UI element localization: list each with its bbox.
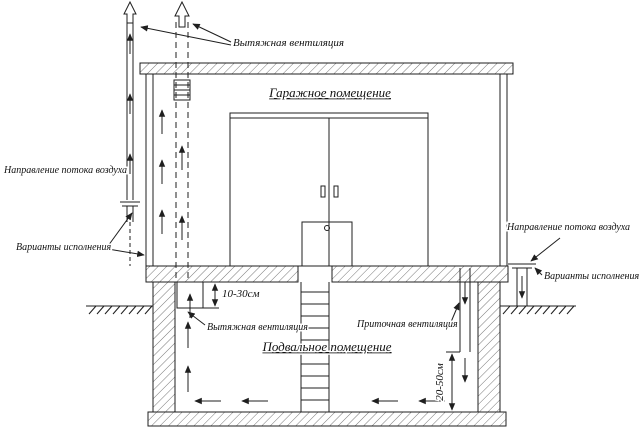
label-airflow-right: Направление потока воздуха <box>506 222 630 233</box>
label-variants-right: Варианты исполнения <box>544 271 639 282</box>
ground-left <box>86 305 153 315</box>
label-garage-room: Гаражное помещение <box>268 85 391 100</box>
ladder <box>300 282 330 412</box>
vent-cap-right-icon <box>508 263 536 306</box>
label-exhaust-vent-basement: Вытяжная вентиляция <box>207 322 308 333</box>
wall-exhaust-pipe <box>120 0 140 266</box>
door-handle-left <box>320 185 326 198</box>
dimension-duct-drop-label: 10-30см <box>222 288 260 300</box>
floor-slab-left <box>145 265 299 283</box>
label-airflow-left: Направление потока воздуха <box>3 165 127 176</box>
exhaust-riser-arrow-icon <box>174 0 190 28</box>
leader-lines <box>107 23 561 326</box>
supply-duct <box>459 268 471 352</box>
floor-slab-right <box>331 265 509 283</box>
garage-wall-left <box>145 73 154 267</box>
roof-slab <box>139 62 514 75</box>
airflow-arrows <box>126 33 526 405</box>
ground-right <box>500 305 576 315</box>
garage-door <box>229 112 429 267</box>
exhaust-duct-riser <box>175 22 189 282</box>
basement-wall-left <box>152 281 176 413</box>
label-supply-vent: Приточная вентиляция <box>356 319 458 330</box>
dimension-duct-drop <box>203 281 219 309</box>
wall-pipe-arrow-icon <box>123 0 137 24</box>
door-handle-right <box>333 185 339 198</box>
garage-wall-right <box>499 73 508 267</box>
basement-hatch-box <box>301 221 353 267</box>
basement-wall-right <box>477 281 501 413</box>
label-variants-left: Варианты исполнения <box>16 242 111 253</box>
label-basement-room: Подвальное помещение <box>261 339 391 354</box>
dimension-supply-height <box>446 351 460 411</box>
label-exhaust-vent-top: Вытяжная вентиляция <box>233 37 344 49</box>
basement-floor <box>147 411 507 427</box>
exhaust-grille-icon <box>173 79 191 101</box>
vent-cap-left-icon <box>120 201 140 222</box>
hatch-handle-icon <box>324 225 330 231</box>
dimension-supply-height-label: 20-50см <box>434 363 446 401</box>
building-structure <box>139 62 514 427</box>
